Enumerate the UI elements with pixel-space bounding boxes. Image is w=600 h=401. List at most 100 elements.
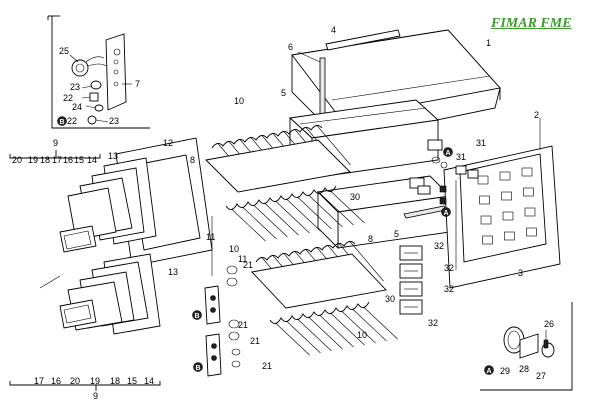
callout: 32 bbox=[444, 284, 454, 294]
marker-a: A bbox=[446, 150, 451, 157]
lower-door-assembly bbox=[9, 253, 161, 391]
callout: 27 bbox=[536, 371, 546, 381]
callout: 8 bbox=[368, 234, 373, 244]
callout: 16 bbox=[51, 376, 61, 386]
callout: 30 bbox=[350, 192, 360, 202]
heating-element-upper bbox=[205, 124, 365, 242]
callout: 10 bbox=[229, 244, 239, 254]
upper-door-assembly bbox=[9, 137, 213, 267]
marker-b: B bbox=[195, 313, 200, 320]
thermostat-dial bbox=[71, 59, 89, 77]
callout: 29 bbox=[500, 366, 510, 376]
callout: 21 bbox=[243, 260, 253, 270]
marker-b: B bbox=[196, 365, 201, 372]
vent-slot bbox=[480, 215, 492, 225]
callout: 16 bbox=[63, 155, 73, 165]
nut bbox=[87, 115, 97, 125]
callout: 12 bbox=[163, 138, 173, 148]
callout: 14 bbox=[144, 376, 154, 386]
heating-coil bbox=[211, 125, 323, 149]
heating-coil bbox=[225, 185, 337, 210]
knob bbox=[90, 80, 102, 90]
callout: 11 bbox=[238, 254, 247, 264]
thermostat-panel bbox=[105, 33, 127, 111]
lower-chamber bbox=[317, 175, 451, 250]
callout: 15 bbox=[74, 155, 84, 165]
callout: 7 bbox=[135, 79, 140, 89]
callout: 5 bbox=[281, 88, 286, 98]
vent-slot bbox=[501, 191, 512, 201]
callout-labels: 1 2 3 4 5 5 6 7 8 8 9 9 10 10 10 11 11 1… bbox=[12, 25, 554, 401]
callout: 23 bbox=[109, 116, 119, 126]
inset-lamp-assembly bbox=[480, 302, 573, 391]
callout: 9 bbox=[53, 138, 58, 148]
connectors bbox=[427, 139, 479, 205]
callout: 19 bbox=[90, 376, 100, 386]
callout: 21 bbox=[238, 320, 248, 330]
vent-slot bbox=[521, 167, 533, 177]
callout: 17 bbox=[34, 376, 44, 386]
vent-slot bbox=[524, 207, 536, 217]
lamp-plate bbox=[519, 333, 539, 359]
inset-thermostat bbox=[47, 15, 150, 129]
heating-coil bbox=[255, 241, 356, 263]
callout: 31 bbox=[476, 138, 486, 148]
marker-a: A bbox=[487, 368, 492, 375]
callout: 24 bbox=[72, 102, 82, 112]
vent-slot bbox=[482, 235, 493, 245]
callout: 30 bbox=[385, 294, 395, 304]
reference-markers: A A A A B B B bbox=[57, 116, 494, 375]
marker-a: A bbox=[444, 210, 449, 217]
callout: 14 bbox=[87, 155, 97, 165]
callout: 32 bbox=[434, 241, 444, 251]
callout: 22 bbox=[67, 116, 77, 126]
callout: 6 bbox=[288, 42, 293, 52]
callout: 31 bbox=[456, 152, 466, 162]
callout: 22 bbox=[63, 93, 73, 103]
callout: 21 bbox=[250, 336, 260, 346]
callout: 9 bbox=[93, 391, 98, 401]
callout: 17 bbox=[52, 155, 62, 165]
callout: 13 bbox=[108, 151, 118, 161]
callout: 23 bbox=[70, 82, 80, 92]
switch-block bbox=[89, 92, 99, 102]
callout: 20 bbox=[70, 376, 80, 386]
callout: 1 bbox=[486, 38, 491, 48]
callout: 11 bbox=[206, 232, 215, 242]
vent-slot bbox=[499, 171, 511, 181]
callout: 18 bbox=[110, 376, 120, 386]
callout: 15 bbox=[127, 376, 137, 386]
callout: 32 bbox=[428, 318, 438, 328]
callout: 21 bbox=[262, 361, 272, 371]
callout: 25 bbox=[59, 46, 69, 56]
callout: 8 bbox=[190, 155, 195, 165]
callout: 2 bbox=[534, 110, 539, 120]
side-panel bbox=[443, 118, 561, 289]
marker-b: B bbox=[60, 119, 65, 126]
callout: 18 bbox=[40, 155, 50, 165]
vent-slot bbox=[477, 175, 489, 185]
callout: 32 bbox=[444, 263, 454, 273]
vent-slot bbox=[504, 231, 515, 241]
vent-slot bbox=[523, 187, 534, 197]
callout: 19 bbox=[28, 155, 38, 165]
callout: 13 bbox=[168, 267, 178, 277]
vent-slot bbox=[526, 227, 537, 237]
support-post bbox=[319, 57, 326, 117]
oven-casing bbox=[291, 29, 501, 141]
callout: 3 bbox=[518, 268, 523, 278]
callout: 5 bbox=[394, 229, 399, 239]
callout: 20 bbox=[12, 155, 22, 165]
heating-element-lower bbox=[251, 240, 398, 356]
callout: 10 bbox=[234, 96, 244, 106]
vent-slot bbox=[502, 211, 514, 221]
callout: 10 bbox=[357, 330, 367, 340]
callout: 4 bbox=[331, 25, 336, 35]
brand-title: FIMAR FME bbox=[491, 16, 572, 31]
vent-slot bbox=[479, 195, 490, 205]
top-plate bbox=[325, 29, 401, 51]
callout: 28 bbox=[519, 364, 529, 374]
callout: 26 bbox=[544, 319, 554, 329]
heating-coil bbox=[269, 301, 370, 324]
